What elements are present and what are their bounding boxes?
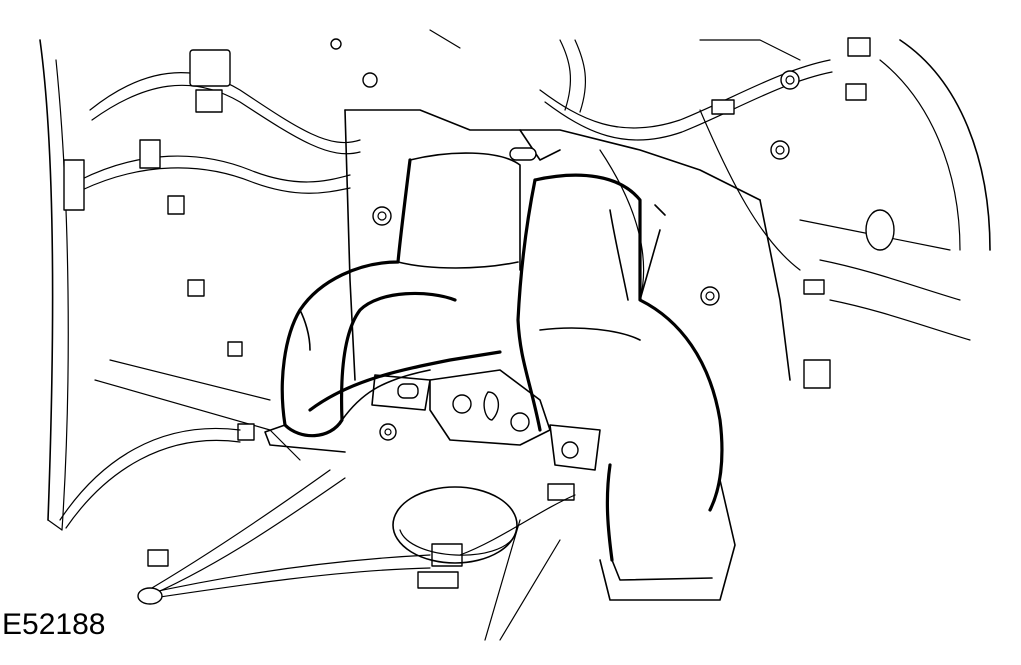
left-trim-panel bbox=[39, 39, 69, 531]
right-heater-duct bbox=[516, 173, 736, 601]
lower-mount-plate bbox=[371, 369, 601, 471]
floor-opening bbox=[392, 486, 518, 564]
right-side-structure bbox=[699, 39, 991, 341]
center-bracket bbox=[344, 70, 800, 381]
upper-details bbox=[330, 29, 586, 113]
electrical-connectors bbox=[63, 37, 871, 589]
left-heater-duct bbox=[264, 152, 521, 453]
lower-cables bbox=[59, 427, 576, 605]
figure-code: E52188 bbox=[2, 608, 106, 641]
